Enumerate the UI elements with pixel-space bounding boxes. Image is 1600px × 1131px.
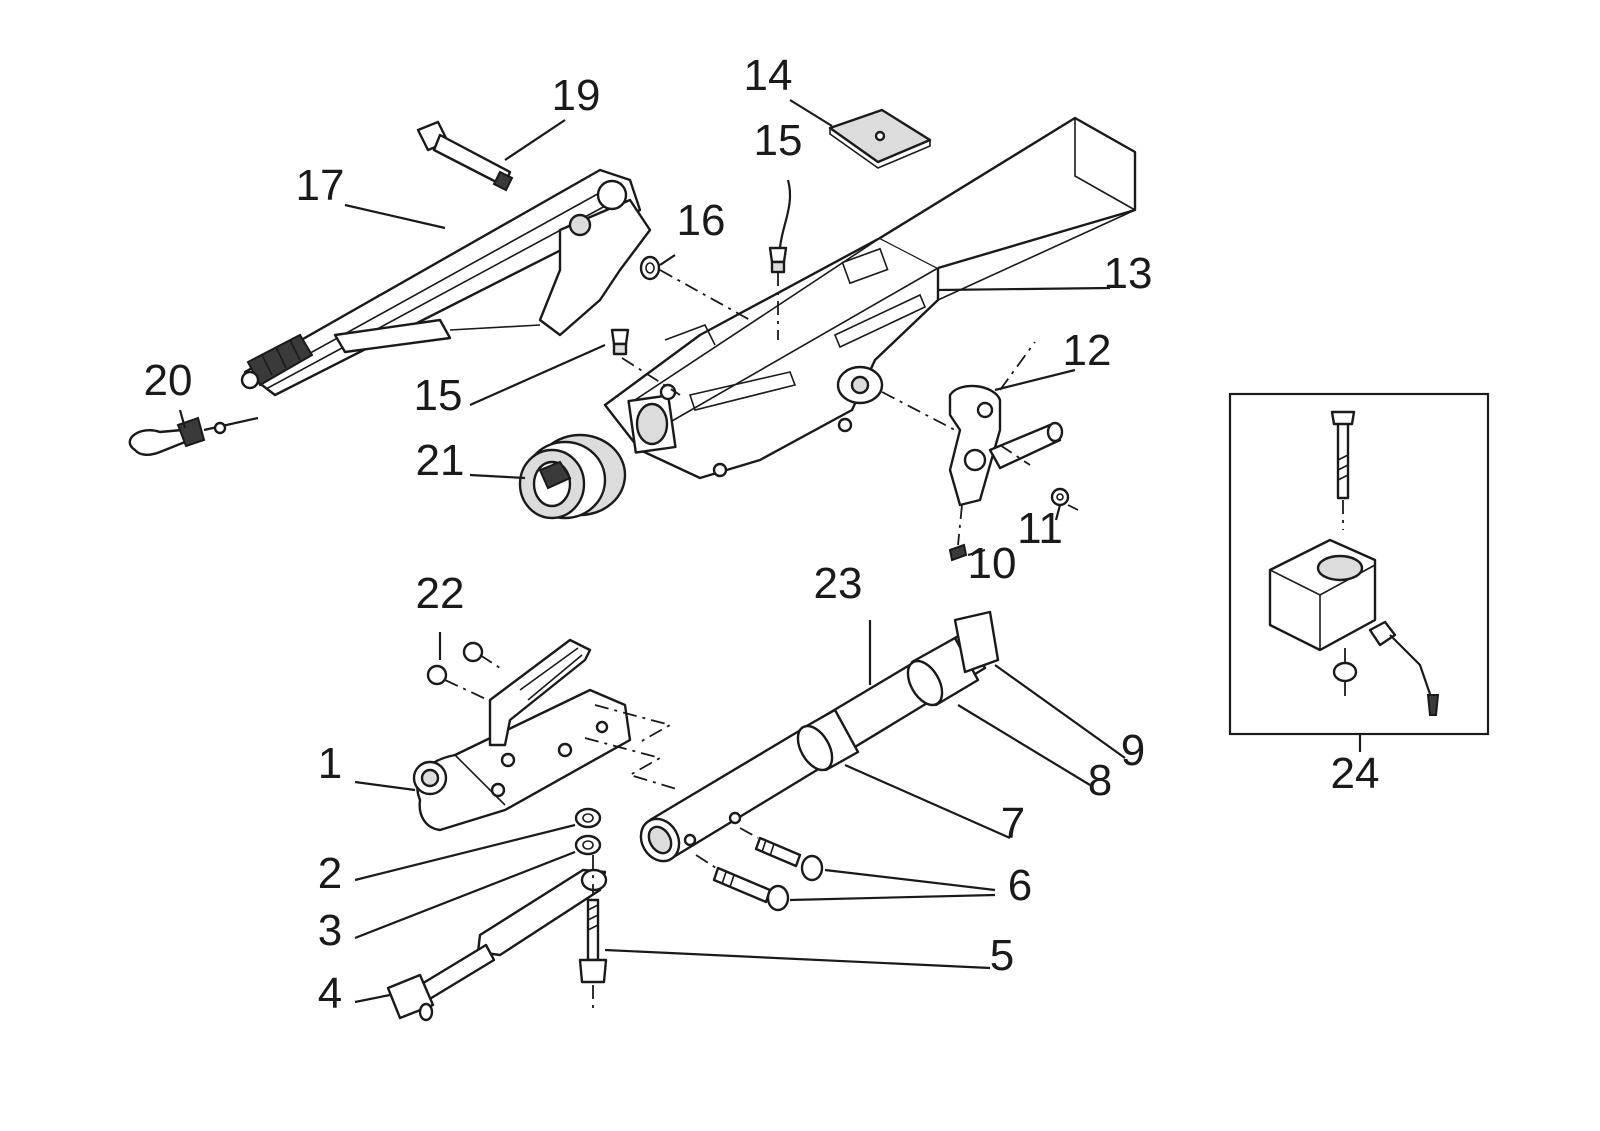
label-5: 5 — [990, 931, 1014, 980]
shock-absorber — [386, 868, 608, 1022]
breakaway-cable — [128, 416, 259, 456]
clip-pin — [948, 543, 968, 562]
label-13: 13 — [1104, 249, 1153, 298]
handbrake-lever — [240, 168, 652, 397]
label-10: 10 — [968, 539, 1017, 588]
lock-nut-upper — [574, 807, 602, 829]
catch-plate — [948, 384, 1064, 507]
square-pad — [828, 108, 932, 169]
label-11: 11 — [1017, 504, 1063, 553]
label-2: 2 — [318, 849, 342, 898]
long-bolt — [578, 855, 608, 1010]
drawbar-housing — [603, 116, 1137, 480]
label-16: 16 — [677, 196, 726, 245]
lock-nut-lower — [574, 834, 602, 856]
label-24: 24 — [1331, 749, 1380, 798]
assembly-lines-upper — [621, 269, 1079, 546]
bracket-nuts — [426, 641, 501, 701]
label-20: 20 — [144, 356, 193, 405]
label-17: 17 — [296, 161, 345, 210]
label-3: 3 — [318, 906, 342, 955]
tube-bolts — [695, 827, 824, 912]
coupling-head — [412, 638, 632, 832]
label-8: 8 — [1088, 756, 1112, 805]
label-22: 22 — [416, 569, 465, 618]
label-15-top: 15 — [754, 116, 803, 165]
label-1: 1 — [318, 739, 342, 788]
callout-labels: 1 2 3 4 5 6 7 8 9 10 11 12 13 14 15 15 1… — [144, 51, 1380, 1018]
label-4: 4 — [318, 969, 342, 1018]
grease-nipple-bottom — [610, 328, 630, 356]
label-14: 14 — [744, 51, 793, 100]
label-19: 19 — [552, 71, 601, 120]
label-7: 7 — [1001, 799, 1025, 848]
washer — [639, 255, 661, 281]
inner-drawtube — [639, 610, 1000, 863]
assembly-lines-lower — [584, 704, 681, 791]
label-15-bottom: 15 — [414, 371, 463, 420]
small-nut — [1050, 487, 1070, 507]
label-6: 6 — [1008, 861, 1032, 910]
label-21: 21 — [416, 436, 465, 485]
leader-lines — [178, 99, 1126, 1004]
grease-nipple-top — [768, 246, 788, 274]
jockey-clamp-inset — [1228, 392, 1490, 752]
bellows — [518, 433, 627, 520]
label-12: 12 — [1063, 326, 1112, 375]
label-9: 9 — [1121, 726, 1145, 775]
label-23: 23 — [814, 559, 863, 608]
pivot-bolt — [416, 120, 514, 192]
